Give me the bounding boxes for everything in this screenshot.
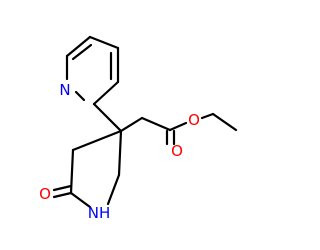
atom-o-lactam: O [39,185,51,203]
bond-c3-c4 [71,129,123,152]
bond-py-2b [71,43,93,61]
molecule-structure: N O O O NH [39,35,238,222]
bond-c2-c3 [117,129,123,177]
bond-py-3 [88,35,120,50]
atom-nh-lactam: NH [88,204,111,222]
pyrrolidinone-ring [69,129,123,209]
atom-o-ester: O [188,111,200,129]
bond-ch2-ch3 [211,112,238,132]
pyridine-ring [65,35,120,106]
bond-c-o [168,121,188,132]
bond-py-to-c3 [92,102,123,133]
bond-py-6 [74,90,86,102]
bond-py-5 [92,80,120,106]
bond-ch2-c [140,116,172,132]
atom-o-ester-carbonyl: O [171,142,183,160]
bond-py-2 [65,35,92,58]
bond-c5-n [69,191,92,209]
bond-lactam-co-1 [52,191,73,199]
atom-n-pyridine: N [59,81,70,99]
bond-c3-ch2 [119,116,144,133]
bond-n-c2 [106,173,121,206]
bond-o-ch2 [200,112,215,120]
bond-lactam-co-2 [52,184,73,192]
